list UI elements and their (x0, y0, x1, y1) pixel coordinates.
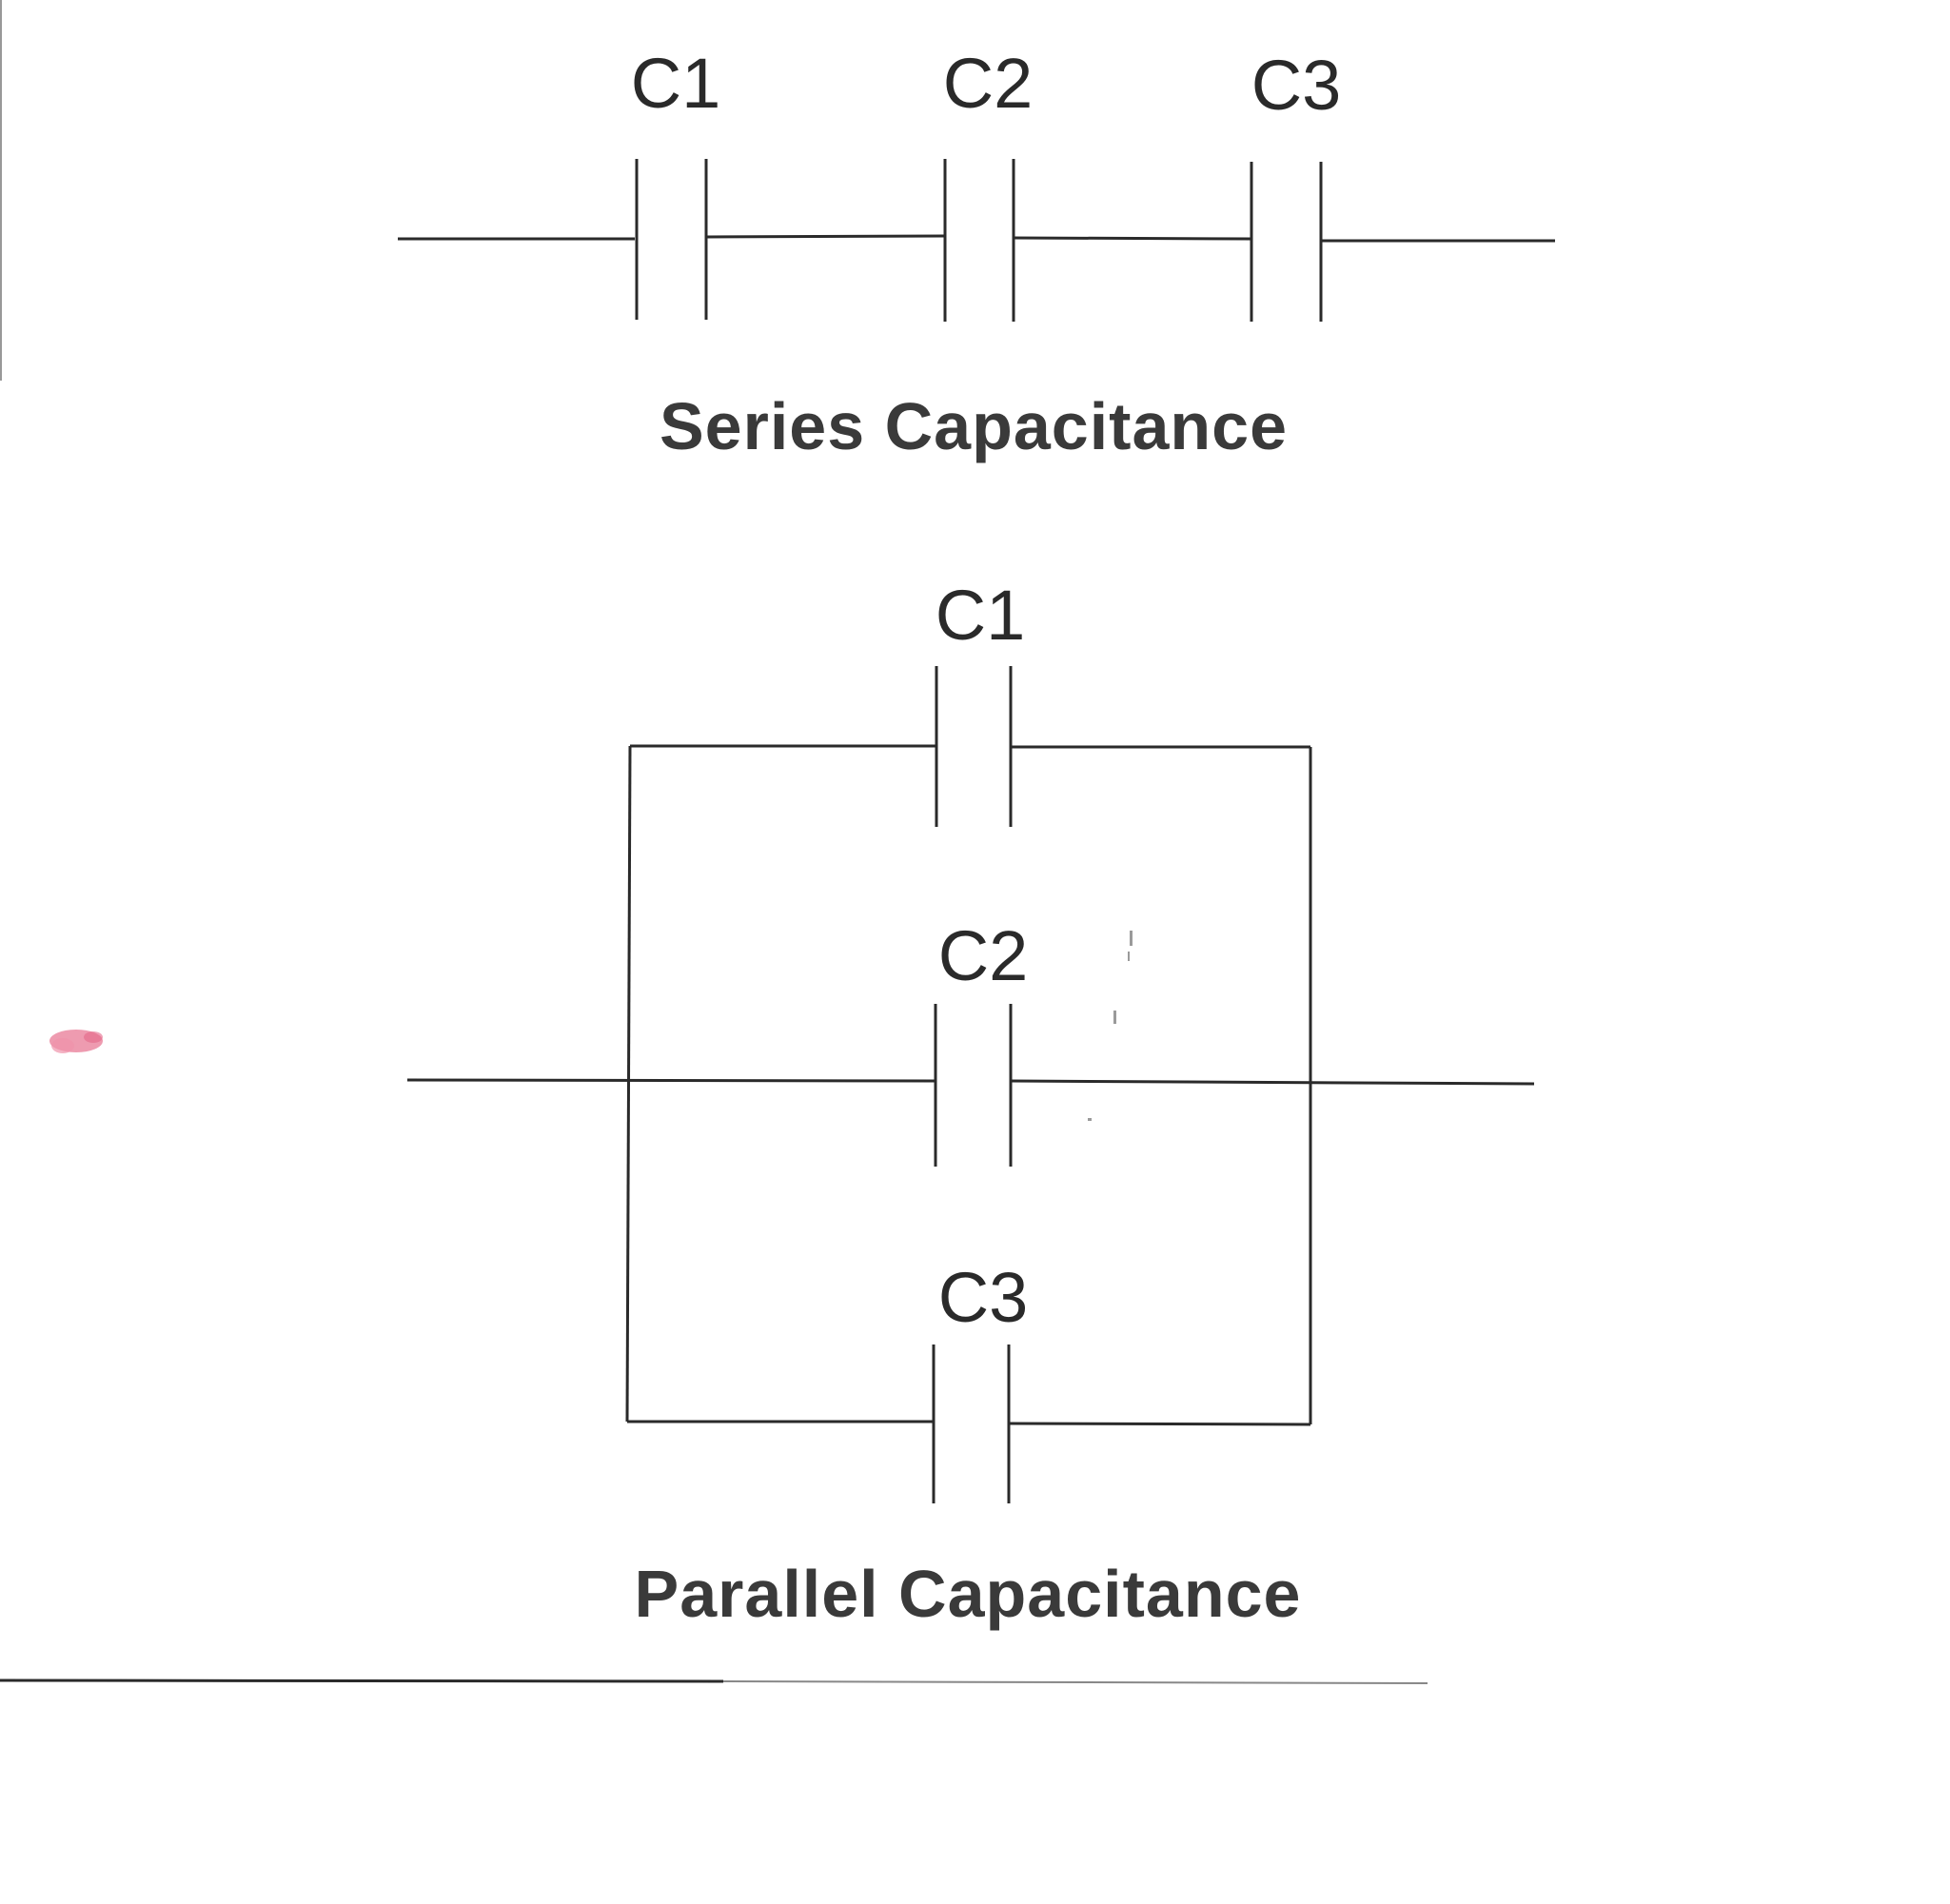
scan-smudge (49, 1030, 103, 1053)
scan-specks (1088, 931, 1133, 1121)
parallel-capacitor-c1 (935, 666, 1013, 827)
series-circuit: C1 C2 C3 Series Capacitance (398, 44, 1555, 463)
parallel-input-wire (406, 1078, 936, 1083)
parallel-label-c3: C3 (938, 1258, 1029, 1337)
page-bottom-rule-faint (722, 1680, 1428, 1684)
parallel-left-rail (625, 745, 632, 1423)
parallel-label-c1: C1 (936, 576, 1026, 655)
page-bottom-rule (0, 1678, 724, 1683)
series-wire-c1-c2 (705, 234, 945, 239)
series-label-c3: C3 (1251, 46, 1342, 125)
series-caption: Series Capacitance (660, 389, 1288, 463)
parallel-output-wire (1010, 1079, 1535, 1086)
parallel-bottom-wire-right (1008, 1422, 1311, 1426)
parallel-circuit: C1 C2 C3 Parallel Capacitance (406, 576, 1535, 1631)
series-capacitor-c3 (1250, 162, 1323, 322)
parallel-caption: Parallel Capacitance (635, 1557, 1302, 1631)
parallel-label-c2: C2 (938, 916, 1029, 995)
parallel-capacitor-c2 (934, 1004, 1013, 1167)
series-label-c1: C1 (631, 44, 721, 123)
parallel-capacitor-c3 (932, 1345, 1011, 1503)
series-capacitor-c1 (635, 159, 708, 320)
series-capacitor-c2 (943, 159, 1015, 322)
series-wire-c2-c3 (1013, 236, 1252, 241)
series-label-c2: C2 (943, 44, 1034, 123)
